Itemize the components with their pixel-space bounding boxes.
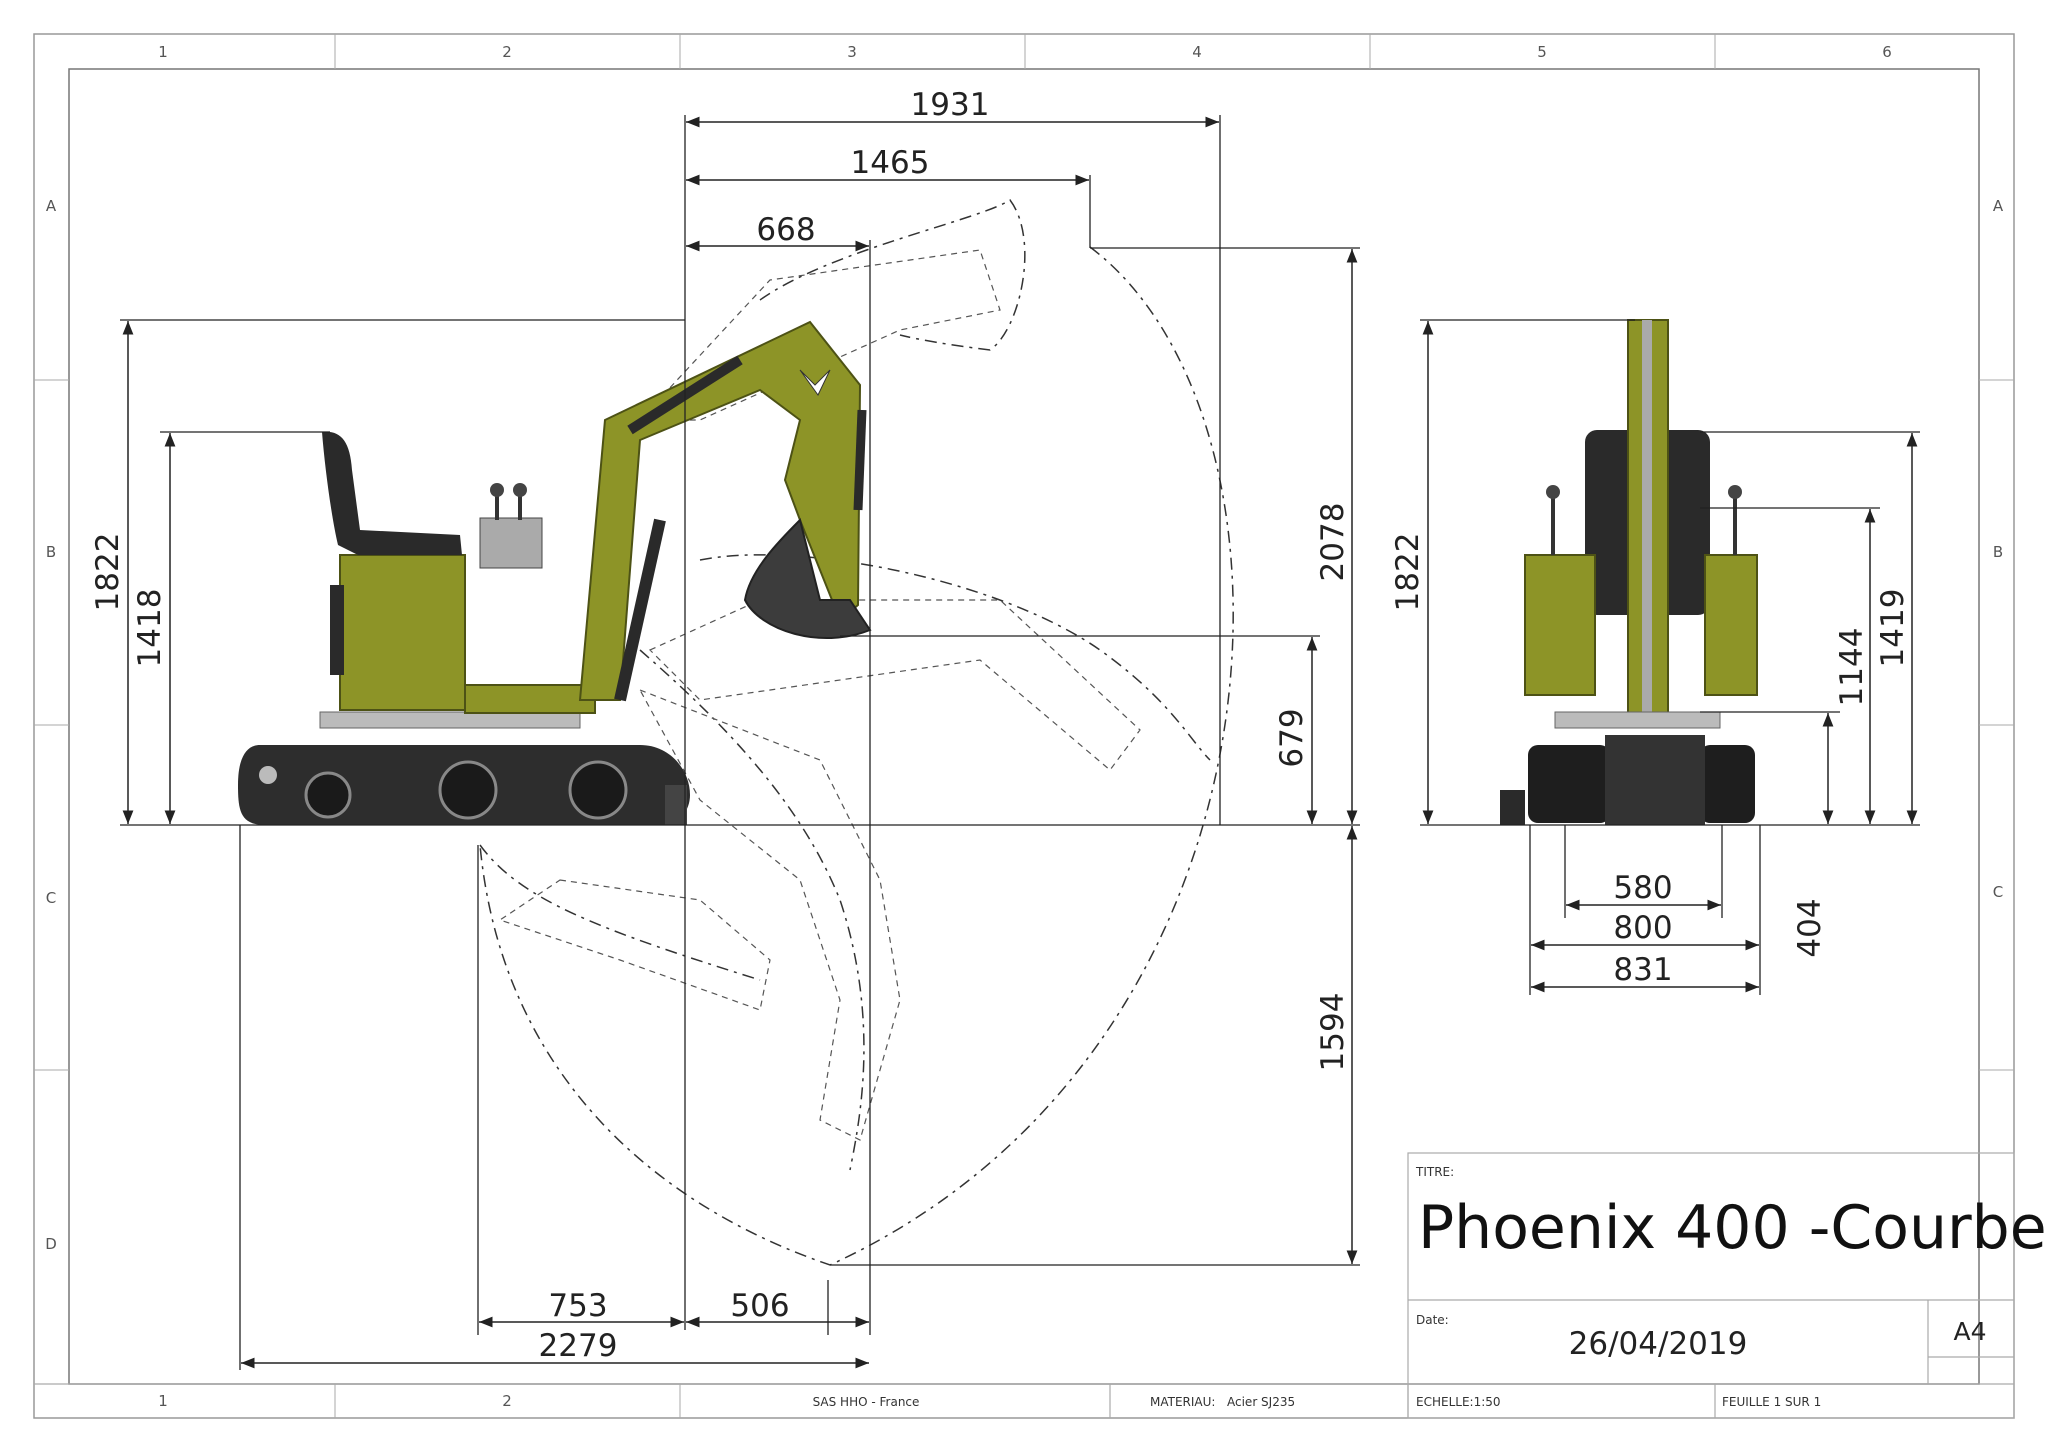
side-panel-right	[1704, 554, 1758, 696]
dim-679: 679	[1274, 708, 1310, 767]
col-label-bottom-1: 1	[158, 1392, 168, 1410]
dim-1465: 1465	[851, 145, 930, 181]
dim-580: 580	[1613, 870, 1672, 906]
col-label-6: 6	[1882, 43, 1892, 61]
boom-cylinder	[614, 518, 666, 702]
dim-831: 831	[1613, 952, 1672, 988]
dim-1594: 1594	[1315, 993, 1351, 1072]
joystick-icon	[513, 483, 527, 497]
idler-icon	[259, 766, 277, 784]
boom-cylinder-front	[1642, 320, 1652, 720]
track-right-front	[1700, 745, 1755, 823]
row-label-c-right: C	[1993, 883, 2003, 901]
road-wheel-icon	[304, 771, 352, 819]
scale-value: ECHELLE:1:50	[1416, 1395, 1501, 1409]
dozer-blade	[665, 785, 687, 825]
date-label: Date:	[1416, 1313, 1449, 1327]
side-panel-left	[1524, 554, 1596, 696]
date-value: 26/04/2019	[1569, 1326, 1748, 1362]
dimension-labels: 1931 1465 668 2078 1822 1418 679 1594 75…	[90, 87, 1911, 1364]
col-label-5: 5	[1537, 43, 1547, 61]
chassis	[464, 684, 596, 714]
company-name: SAS HHO - France	[813, 1395, 920, 1409]
material-value: Acier SJ235	[1227, 1395, 1295, 1409]
title-block	[34, 1152, 2015, 1419]
row-label-d: D	[45, 1235, 57, 1253]
sheet-format: A4	[1953, 1317, 1986, 1346]
dim-1822-side: 1822	[90, 533, 126, 612]
sheet-number: FEUILLE 1 SUR 1	[1722, 1395, 1821, 1409]
reference-lines	[120, 115, 1920, 1370]
dim-668: 668	[756, 212, 815, 248]
boom-arm	[578, 320, 862, 701]
col-label-1: 1	[158, 43, 168, 61]
undercarriage-front	[1605, 735, 1705, 825]
bucket-cylinder	[853, 409, 867, 511]
engine-block	[330, 585, 344, 675]
dim-2279: 2279	[539, 1328, 618, 1364]
title-label: TITRE:	[1415, 1165, 1454, 1179]
dimension-lines	[122, 116, 1918, 1369]
track-left-front	[1528, 745, 1610, 823]
dim-1931: 1931	[911, 87, 990, 123]
blade-front	[1500, 790, 1525, 825]
row-label-b: B	[46, 543, 56, 561]
dim-1418: 1418	[132, 589, 168, 668]
turntable-front	[1554, 711, 1721, 729]
col-label-2: 2	[502, 43, 512, 61]
joystick-icon	[1728, 485, 1742, 499]
dim-1822-front: 1822	[1390, 533, 1426, 612]
road-wheel-icon	[568, 760, 628, 820]
dim-1144: 1144	[1834, 628, 1870, 707]
bucket-icon	[743, 518, 872, 639]
dim-2078: 2078	[1315, 503, 1351, 582]
row-label-a-right: A	[1993, 197, 2004, 215]
row-label-a: A	[46, 197, 57, 215]
excavator-front-view	[1500, 319, 1758, 825]
col-label-bottom-2: 2	[502, 1392, 512, 1410]
turntable	[319, 711, 581, 729]
material-label: MATERIAU:	[1150, 1395, 1215, 1409]
seat-icon	[322, 431, 462, 555]
ghost-arm-poses	[498, 249, 1141, 1141]
dim-1419: 1419	[1875, 589, 1911, 668]
engine-housing	[339, 554, 466, 711]
joystick-icon	[490, 483, 504, 497]
grid-ticks	[34, 34, 2014, 1418]
road-wheel-icon	[438, 760, 498, 820]
row-label-b-right: B	[1993, 543, 2003, 561]
excavator-side-view	[238, 320, 872, 825]
control-valve-block	[479, 517, 543, 569]
drawing-title: Phoenix 400 -Courbes	[1418, 1193, 2048, 1263]
grid-labels: 1 2 3 4 5 6 1 2 A B C D A B C	[45, 43, 2004, 1410]
logo-bird-icon	[799, 369, 831, 396]
row-label-c: C	[46, 889, 56, 907]
reach-envelope	[479, 198, 1234, 1266]
dim-404: 404	[1792, 898, 1828, 957]
dim-753: 753	[548, 1288, 607, 1324]
dim-506: 506	[730, 1288, 789, 1324]
col-label-3: 3	[847, 43, 857, 61]
dim-800: 800	[1613, 910, 1672, 946]
col-label-4: 4	[1192, 43, 1202, 61]
joystick-icon	[1546, 485, 1560, 499]
